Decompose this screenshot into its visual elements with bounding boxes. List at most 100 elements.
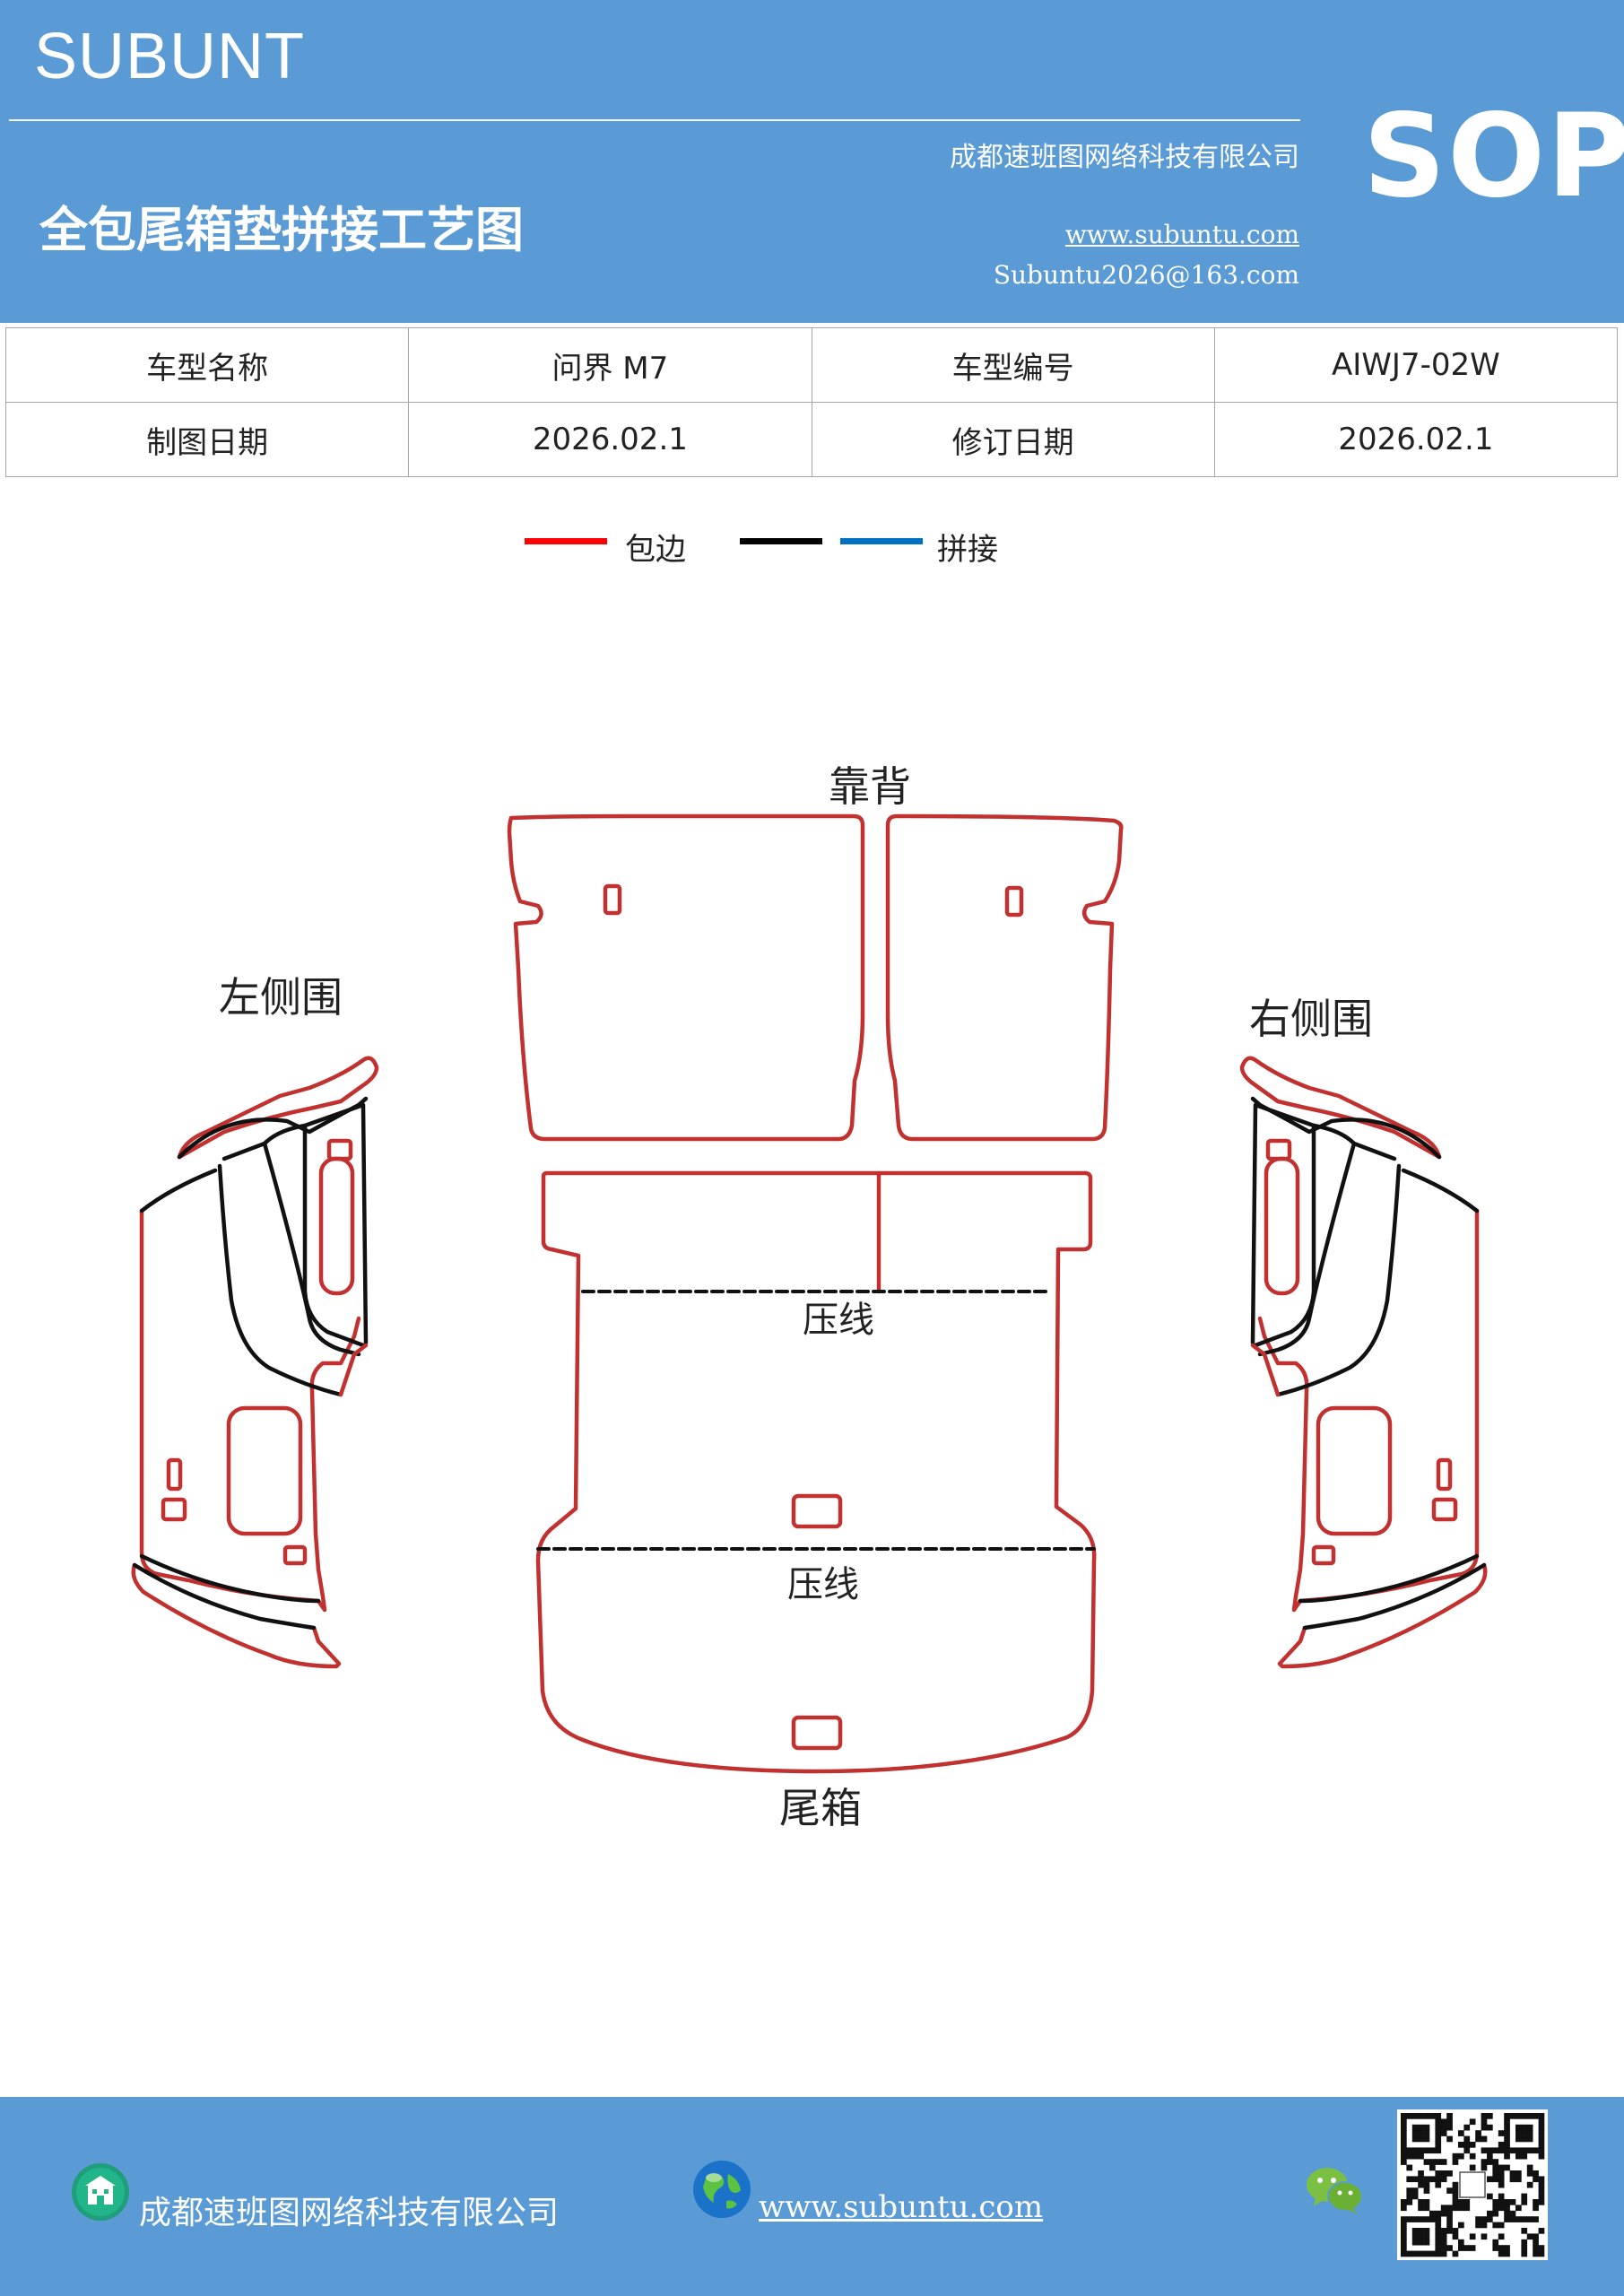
qr-module: [1418, 2199, 1424, 2205]
qr-module: [1423, 2176, 1430, 2183]
qr-module: [1469, 2233, 1476, 2240]
qr-module: [1406, 2193, 1413, 2200]
qr-module: [1498, 2164, 1505, 2171]
qr-module: [1401, 2135, 1407, 2143]
header-website-link[interactable]: www.subuntu.com: [1064, 220, 1299, 249]
document-title: 全包尾箱垫拼接工艺图: [39, 201, 524, 258]
qr-module: [1533, 2250, 1539, 2257]
qr-module: [1440, 2176, 1447, 2183]
qr-module: [1401, 2152, 1407, 2160]
qr-module: [1458, 2245, 1464, 2251]
qr-module: [1452, 2250, 1459, 2257]
qr-module: [1446, 2245, 1453, 2251]
qr-module: [1401, 2239, 1407, 2246]
qr-module: [1429, 2113, 1436, 2119]
qr-module: [1504, 2245, 1510, 2251]
qr-module: [1521, 2113, 1528, 2119]
legend-edge-label: 包边: [625, 532, 686, 568]
qr-module: [1538, 2147, 1545, 2154]
header-company: 成都速班图网络科技有限公司: [950, 142, 1299, 173]
qr-module: [1418, 2124, 1424, 2131]
qr-module: [1440, 2205, 1447, 2212]
qr-module: [1492, 2159, 1499, 2165]
qr-module: [1411, 2239, 1419, 2246]
qr-module: [1509, 2210, 1516, 2217]
left-side-window-1: [318, 1156, 355, 1296]
qr-module: [1440, 2170, 1447, 2177]
model-code-value: AIWJ7-02W: [1213, 327, 1619, 403]
qr-module: [1411, 2124, 1419, 2131]
qr-module: [1440, 2245, 1447, 2251]
qr-module: [1504, 2113, 1510, 2119]
qr-module: [1533, 2216, 1539, 2222]
qr-module: [1418, 2216, 1424, 2222]
qr-module: [1515, 2113, 1522, 2119]
left-side-panel: [131, 1056, 379, 1669]
qr-module: [1446, 2124, 1453, 2131]
right-side-window-2: [1316, 1405, 1393, 1536]
qr-module: [1452, 2159, 1459, 2165]
qr-module: [1423, 2135, 1430, 2143]
qr-module: [1435, 2181, 1442, 2188]
qr-module: [1463, 2245, 1471, 2251]
left-side-seam-4: [221, 1141, 361, 1357]
qr-module: [1492, 2164, 1499, 2171]
qr-module: [1526, 2170, 1533, 2177]
qr-module: [1498, 2176, 1505, 2183]
qr-module: [1538, 2193, 1545, 2200]
qr-module: [1538, 2176, 1545, 2183]
footer-website-link[interactable]: www.subuntu.com: [759, 2189, 1044, 2225]
left-side-inner-edge: [338, 1343, 369, 1397]
qr-module: [1515, 2147, 1522, 2154]
qr-module: [1446, 2113, 1453, 2119]
qr-module: [1429, 2176, 1436, 2183]
qr-module: [1521, 2239, 1528, 2246]
qr-module: [1498, 2199, 1505, 2205]
backrest-left-slot: [603, 883, 622, 916]
left-side-slot-2: [166, 1457, 183, 1492]
qr-module: [1401, 2199, 1407, 2205]
qr-module: [1487, 2124, 1493, 2131]
qr-module: [1401, 2205, 1407, 2212]
wechat-icon[interactable]: [1305, 2165, 1364, 2217]
qr-module: [1435, 2250, 1442, 2257]
qr-module: [1435, 2142, 1442, 2148]
qr-module: [1526, 2135, 1533, 2143]
qr-module: [1538, 2181, 1545, 2188]
qr-module: [1492, 2176, 1499, 2183]
qr-module: [1538, 2199, 1545, 2205]
qr-module: [1452, 2152, 1459, 2160]
qr-module: [1487, 2147, 1493, 2154]
qr-module: [1509, 2113, 1516, 2119]
qr-module: [1411, 2193, 1419, 2200]
qr-module: [1452, 2193, 1459, 2200]
qr-module: [1504, 2152, 1510, 2160]
qr-module: [1435, 2245, 1442, 2251]
qr-module: [1526, 2113, 1533, 2119]
qr-module: [1406, 2187, 1413, 2194]
right-side-slot-4: [1311, 1544, 1336, 1566]
qr-module: [1498, 2170, 1505, 2177]
qr-module: [1526, 2130, 1533, 2136]
qr-module: [1481, 2124, 1488, 2131]
qr-module: [1504, 2210, 1510, 2217]
qr-module: [1481, 2135, 1488, 2143]
qr-module: [1533, 2147, 1539, 2154]
qr-module: [1538, 2228, 1545, 2234]
left-side-slot-4: [282, 1544, 308, 1566]
qr-module: [1521, 2199, 1528, 2205]
qr-module: [1515, 2135, 1522, 2143]
qr-module: [1411, 2113, 1419, 2119]
right-side-seam-2: [1250, 1096, 1442, 1160]
qr-module: [1418, 2147, 1424, 2154]
qr-module: [1498, 2181, 1505, 2188]
qr-module: [1498, 2245, 1505, 2251]
qr-module: [1492, 2199, 1499, 2205]
qr-module: [1498, 2142, 1505, 2148]
footer-banner: 成都速班图网络科技有限公司 www.subuntu.com: [0, 2097, 1624, 2296]
qr-module: [1435, 2159, 1442, 2165]
qr-module: [1538, 2135, 1545, 2143]
qr-module: [1435, 2228, 1442, 2234]
qr-module: [1458, 2205, 1464, 2212]
right-side-slot-1: [1265, 1138, 1292, 1161]
